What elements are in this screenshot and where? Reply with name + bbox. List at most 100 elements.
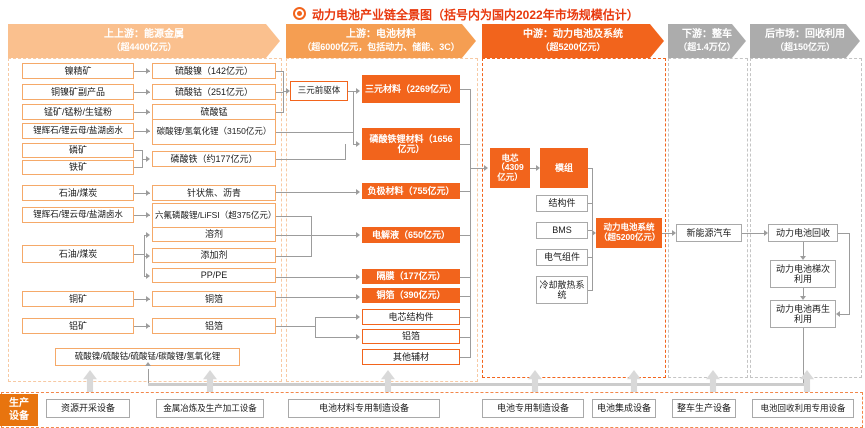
container-downstream (668, 58, 748, 378)
equipment-box: 资源开采设备 (46, 399, 130, 418)
connector-line (662, 233, 673, 234)
header-downstream: 下游：整车 （超1.4万亿） (668, 24, 746, 58)
connector-line (276, 159, 345, 160)
arrowhead-icon (356, 274, 360, 280)
header-subtext: （超4400亿元） (111, 41, 177, 52)
material-box: 负极材料（755亿元） (362, 183, 460, 199)
arrowhead-icon (146, 253, 150, 259)
connector-line (276, 216, 311, 217)
product-box: 六氟磷酸锂/LiFSI（超375亿元） (152, 203, 276, 229)
equipment-box: 金属冶炼及生产加工设备 (156, 399, 264, 418)
source-box: 锂辉石/锂云母/盐湖卤水 (22, 123, 134, 139)
connector-line (838, 233, 850, 234)
aux-material-box: 铝箔 (362, 329, 460, 344)
header-subtext: （超5200亿元） (540, 41, 606, 52)
connector-line (588, 230, 593, 231)
component-box: BMS (536, 222, 588, 239)
arrowhead-icon (146, 273, 150, 279)
equipment-box: 电池回收利用专用设备 (752, 399, 854, 418)
component-box: 结构件 (536, 195, 588, 212)
connector-line (803, 242, 804, 257)
aftermarket-box: 动力电池再生利用 (770, 300, 836, 328)
connector-line (460, 296, 470, 297)
arrowhead-icon (146, 89, 150, 95)
source-box: 铜镍矿副产品 (22, 84, 134, 100)
arrowhead-icon (356, 88, 360, 94)
source-box: 铁矿 (22, 160, 134, 175)
arrowhead-icon (800, 296, 806, 300)
connector-line (588, 168, 593, 169)
connector-line (530, 168, 537, 169)
connector-line (742, 233, 765, 234)
connector-line (345, 144, 346, 160)
arrowhead-icon (356, 232, 360, 238)
container-upstream-metal (8, 58, 282, 382)
connector-line (276, 92, 283, 93)
header-text: 上上游：能源金属 (104, 29, 184, 41)
connector-line (134, 254, 144, 255)
source-box: 锂辉石/锂云母/盐湖卤水 (22, 207, 134, 223)
connector-line (276, 192, 358, 193)
connector-line (460, 277, 470, 278)
page-title: 动力电池产业链全景图（括号内为国内2022年市场规模估计） (312, 8, 639, 22)
connector-line (803, 288, 804, 297)
header-subtext: （超150亿元） (774, 41, 836, 52)
arrowhead-icon (356, 294, 360, 300)
arrowhead-icon (484, 165, 488, 171)
connector-line (311, 216, 312, 257)
connector-line (134, 326, 150, 327)
connector-line (460, 89, 470, 90)
material-box: 隔膜（177亿元） (362, 269, 460, 284)
connector-line (315, 317, 358, 318)
component-box: 冷却散热系统 (536, 276, 588, 304)
product-box: 硫酸锰 (152, 104, 276, 120)
connector-line (276, 132, 353, 133)
product-box: 添加剂 (152, 248, 276, 263)
product-box: PP/PE (152, 268, 276, 283)
header-midstream: 中游：动力电池及系统 （超5200亿元） (482, 24, 664, 58)
header-text: 下游：整车 (682, 29, 732, 41)
connector-line (134, 150, 142, 151)
product-box: 铜箔 (152, 291, 276, 307)
connector-line (460, 191, 470, 192)
arrowhead-icon (146, 68, 150, 74)
product-box: 针状焦、沥青 (152, 185, 276, 201)
connector-line (315, 337, 358, 338)
connector-line (276, 256, 311, 257)
arrowhead-icon (145, 362, 151, 366)
material-box: 磷酸铁锂材料（1656亿元） (362, 128, 460, 160)
cell-box: 电芯（4309亿元） (490, 148, 530, 188)
connector-line (311, 235, 358, 236)
arrowhead-icon (146, 232, 150, 238)
product-box: 硫酸钴（251亿元） (152, 84, 276, 100)
equipment-box: 整车生产设备 (672, 399, 736, 418)
connector-line (840, 314, 849, 315)
arrowhead-icon (592, 230, 596, 236)
container-midstream (482, 58, 666, 378)
arrowhead-icon (836, 311, 840, 317)
connector-line (276, 297, 358, 298)
arrowhead-icon (146, 156, 150, 162)
material-box: 电解液（650亿元） (362, 227, 460, 243)
source-box: 锰矿/锰粉/生锰粉 (22, 104, 134, 120)
connector-line (460, 317, 470, 318)
connector-line (460, 144, 470, 145)
connector-line (803, 328, 804, 384)
arrowhead-icon (764, 230, 768, 236)
connector-line (134, 92, 150, 93)
connector-line (134, 215, 150, 216)
connector-line (588, 290, 593, 291)
connector-line (353, 91, 354, 145)
source-box: 铝矿 (22, 318, 134, 334)
arrowhead-icon (146, 212, 150, 218)
product-box: 磷酸铁（约177亿元） (152, 151, 276, 167)
header-battery-materials: 上游：电池材料 （超6000亿元，包括动力、储能、3C） (286, 24, 476, 58)
connector-line (470, 168, 485, 169)
component-box: 电气组件 (536, 249, 588, 266)
aftermarket-box: 动力电池回收 (768, 224, 838, 242)
arrowhead-icon (356, 189, 360, 195)
connector-line (283, 71, 284, 113)
connector-line (315, 317, 316, 338)
connector-line (592, 168, 593, 291)
